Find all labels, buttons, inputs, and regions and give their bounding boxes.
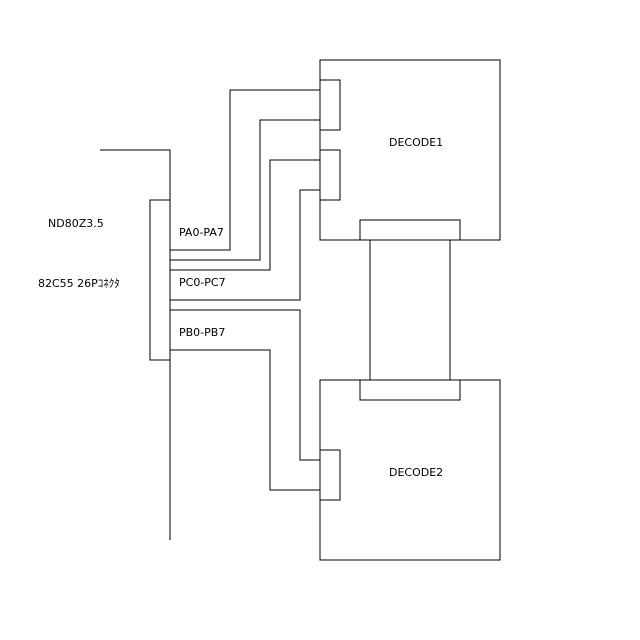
decode1-port-upper	[319, 79, 341, 131]
board-bus-line	[100, 149, 171, 540]
board-label: ND80Z3.5	[48, 217, 104, 230]
pc-wire-2	[170, 189, 320, 301]
decode1-label: DECODE1	[389, 136, 443, 149]
decode2-top-connector	[359, 379, 461, 401]
pb-wire-2	[170, 349, 320, 491]
decode2-board	[319, 379, 501, 561]
port-c-label: PC0-PC7	[179, 276, 226, 289]
port-b-label: PB0-PB7	[179, 326, 225, 339]
connector-26p	[149, 199, 171, 361]
decode1-board	[319, 59, 501, 241]
pa-wire-2	[170, 119, 320, 261]
pb-wire-1	[170, 309, 320, 461]
port-a-label: PA0-PA7	[179, 226, 224, 239]
board-interconnect-cable	[369, 239, 451, 381]
decode1-bottom-connector	[359, 219, 461, 241]
pc-wire-1	[170, 159, 320, 271]
connector-label: 82C55 26Pｺﾈｸﾀ	[38, 277, 120, 290]
decode2-label: DECODE2	[389, 466, 443, 479]
decode2-port	[319, 449, 341, 501]
pa-wire-1	[170, 89, 320, 251]
decode1-port-lower	[319, 149, 341, 201]
